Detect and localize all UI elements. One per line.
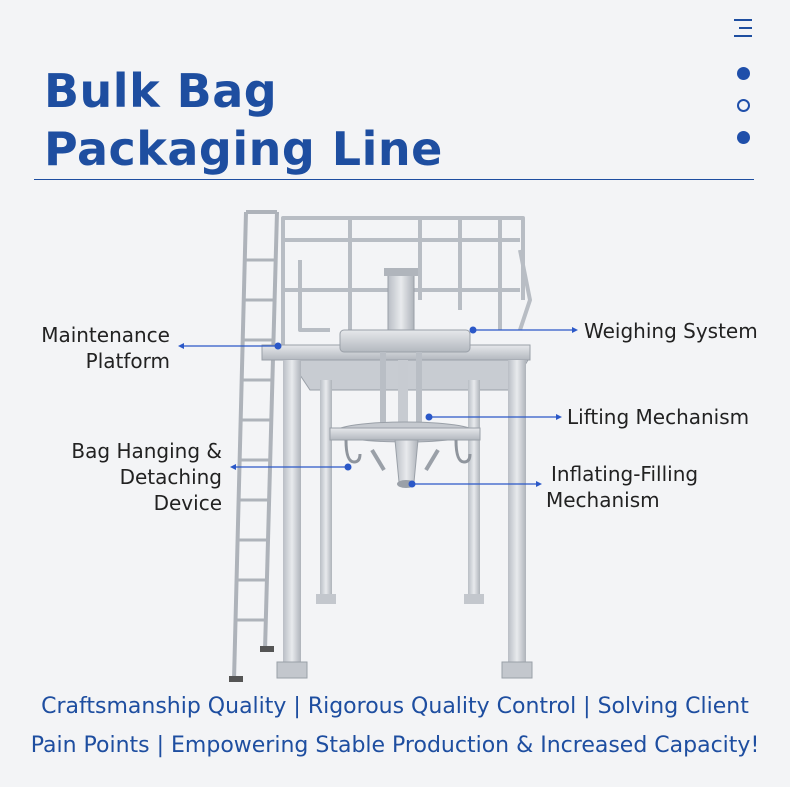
label-maintenance-platform: Maintenance Platform xyxy=(20,322,170,374)
label-inflating-line-1: Inflating-Filling xyxy=(551,462,699,486)
label-inflating-filling: Inflating-Filling Mechanism xyxy=(546,461,698,513)
bag-hanging-ring xyxy=(329,421,481,488)
label-weighing-system: Weighing System xyxy=(584,319,758,343)
label-inflating-line-2: Mechanism xyxy=(546,488,660,512)
pagination-dot-2[interactable] xyxy=(737,99,750,112)
ladder xyxy=(229,210,279,682)
label-lifting-mechanism: Lifting Mechanism xyxy=(567,405,750,429)
guard-rail xyxy=(281,216,532,345)
title-line-2: Packaging Line xyxy=(44,122,443,176)
pagination-dots xyxy=(737,64,757,149)
pagination-dot-1[interactable] xyxy=(737,67,750,80)
callout-lines xyxy=(178,326,578,488)
label-bag-hanging-line-3: Device xyxy=(153,491,222,515)
weighing-column xyxy=(339,268,471,432)
tagline-line-1: Craftsmanship Quality | Rigorous Quality… xyxy=(41,694,749,719)
title-line-1: Bulk Bag xyxy=(44,64,278,118)
hamburger-menu-icon[interactable] xyxy=(731,17,755,39)
label-bag-hanging-device: Bag Hanging & Detaching Device xyxy=(40,438,222,516)
tagline-line-2: Pain Points | Empowering Stable Producti… xyxy=(30,733,760,758)
label-maintenance-line-2: Platform xyxy=(85,349,170,373)
label-bag-hanging-line-1: Bag Hanging & xyxy=(71,439,222,463)
pagination-dot-3[interactable] xyxy=(737,131,750,144)
label-bag-hanging-line-2: Detaching xyxy=(119,465,222,489)
label-maintenance-line-1: Maintenance xyxy=(41,323,170,347)
page-title: Bulk Bag Packaging Line xyxy=(44,62,443,178)
title-divider xyxy=(34,179,754,180)
